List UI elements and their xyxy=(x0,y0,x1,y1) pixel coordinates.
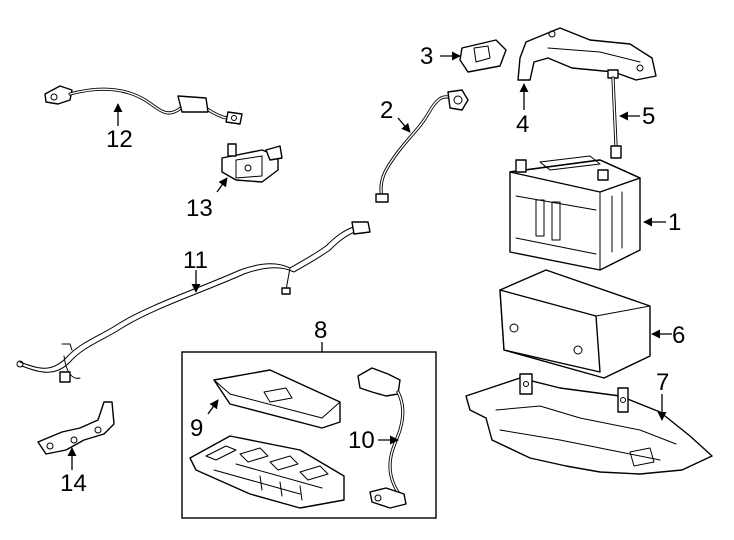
callout-12: 12 xyxy=(106,126,133,153)
part-1-battery xyxy=(509,155,641,271)
callout-3: 3 xyxy=(420,43,433,70)
part-2-negative-cable xyxy=(375,89,469,203)
part-10-cable xyxy=(357,367,407,509)
part-9-fuse-block-cover xyxy=(213,369,341,429)
part-12-battery-cable xyxy=(44,85,243,125)
part-7-tray-bracket xyxy=(465,373,713,475)
callout-4: 4 xyxy=(516,111,529,138)
part-11-wiring-harness xyxy=(16,221,371,383)
callout-9: 9 xyxy=(190,415,203,442)
callout-5: 5 xyxy=(642,103,655,130)
group-box-8 xyxy=(181,351,437,519)
part-6-battery-tray xyxy=(499,269,651,379)
callout-11: 11 xyxy=(183,247,208,274)
part-4-heat-shield xyxy=(517,27,657,81)
callout-7: 7 xyxy=(656,369,669,396)
callout-10: 10 xyxy=(348,427,375,454)
callout-14: 14 xyxy=(60,470,87,497)
part-13-terminal xyxy=(221,143,283,183)
part-3-terminal-cover xyxy=(459,39,507,73)
fuse-block-base xyxy=(189,435,345,509)
callout-2: 2 xyxy=(380,97,393,124)
callout-13: 13 xyxy=(186,195,213,222)
callout-8: 8 xyxy=(314,317,327,344)
part-5-hold-down-bolt xyxy=(607,69,622,159)
callout-1: 1 xyxy=(668,209,681,236)
callout-6: 6 xyxy=(672,322,685,349)
part-14-bracket xyxy=(37,401,115,455)
